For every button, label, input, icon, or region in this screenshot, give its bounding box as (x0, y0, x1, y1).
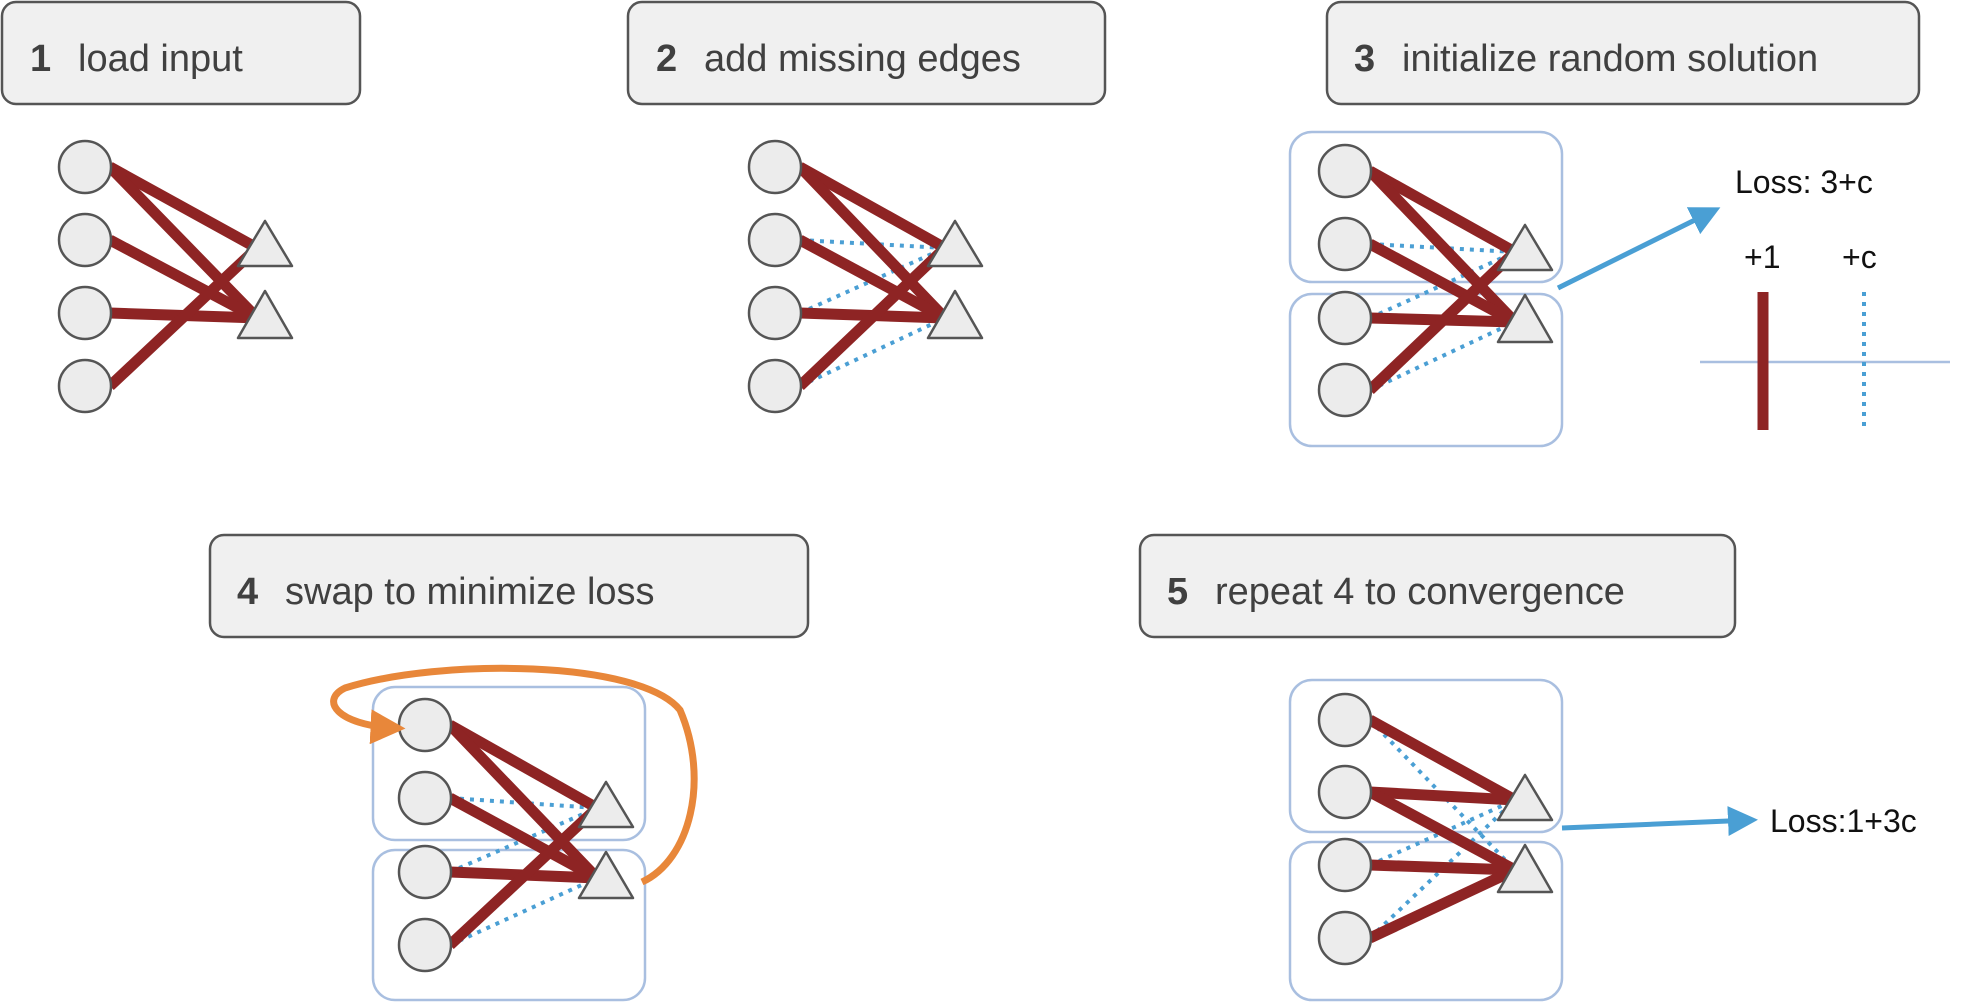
step-5: 5 repeat 4 to convergence (1138, 533, 1737, 639)
step-2: 2 add missing edges (626, 0, 1107, 106)
edge-dotted (1369, 798, 1516, 867)
step-5-box (1138, 533, 1737, 639)
target-node (236, 289, 294, 340)
group-box (371, 848, 647, 1002)
step-4-box (208, 533, 810, 639)
step-2-label: add missing edges (704, 38, 1021, 80)
edge-solid (1367, 715, 1518, 805)
edge-solid (1369, 786, 1516, 806)
group-box (371, 685, 647, 842)
step-2-number: 2 (656, 38, 677, 80)
legend-dotted-label: +c (1842, 239, 1877, 275)
edge-solid (446, 721, 601, 882)
source-node (397, 844, 453, 900)
edge-dotted (449, 876, 598, 947)
step-4-number: 4 (237, 571, 258, 613)
legend-solid-label: +1 (1744, 239, 1780, 275)
loss-arrow (1556, 207, 1721, 291)
step-4: 4 swap to minimize loss (208, 533, 810, 639)
source-node (57, 285, 113, 341)
edge-dotted (1368, 718, 1517, 872)
step-2-box (626, 0, 1107, 106)
step-1-label: load input (78, 38, 243, 80)
edge-solid (1367, 865, 1518, 943)
edge-dotted (1369, 320, 1516, 392)
source-node (1317, 837, 1373, 893)
source-node (397, 770, 453, 826)
source-node (1317, 692, 1373, 748)
source-node (1317, 910, 1373, 966)
legend: +1 +c (1700, 239, 1950, 430)
source-node (57, 212, 113, 268)
edge-solid (106, 163, 261, 322)
step-3-label: initialize random solution (1402, 38, 1818, 80)
edge-solid (107, 235, 260, 323)
group-box (1288, 678, 1564, 834)
step-3-number: 3 (1354, 38, 1375, 80)
swap-arrow (330, 664, 698, 886)
source-node (1317, 290, 1373, 346)
source-node (397, 917, 453, 973)
target-node (236, 219, 294, 268)
source-node (747, 139, 803, 195)
edge-solid (1366, 167, 1519, 326)
source-node (747, 285, 803, 341)
edge-solid (1367, 787, 1518, 875)
target-node (577, 780, 635, 829)
step-5-number: 5 (1167, 571, 1188, 613)
target-node (926, 289, 984, 340)
edge-solid (446, 803, 601, 950)
step-1: 1 load input (0, 0, 362, 106)
step-1-number: 1 (30, 38, 51, 80)
source-node (1317, 764, 1373, 820)
source-node (747, 212, 803, 268)
target-node (1496, 223, 1554, 272)
edge-solid (796, 244, 949, 390)
edge-dotted (1369, 250, 1516, 320)
source-node (57, 358, 113, 414)
step-4-label: swap to minimize loss (285, 571, 655, 613)
source-node (397, 697, 453, 753)
step-3-box (1325, 0, 1921, 106)
source-node (57, 139, 113, 195)
source-node (747, 358, 803, 414)
edge-dotted (799, 316, 946, 388)
step-1-box (0, 0, 362, 106)
source-node (1317, 362, 1373, 418)
source-node (1317, 143, 1373, 199)
edge-dotted (799, 246, 946, 315)
step-3: 3 initialize random solution (1325, 0, 1921, 106)
loss-arrow (1561, 806, 1758, 836)
step-2-graph (747, 139, 984, 414)
edge-solid (1366, 248, 1519, 394)
target-node (1496, 773, 1554, 822)
step-5-label: repeat 4 to convergence (1215, 571, 1625, 613)
edge-solid (797, 162, 948, 253)
edge-solid (1367, 166, 1518, 257)
target-node (926, 219, 984, 268)
step-3-graph: Loss: 3+c (1288, 130, 1873, 448)
step-1-graph (57, 139, 294, 414)
edge-solid (796, 163, 949, 322)
step-4-graph (330, 664, 698, 1002)
target-node (1496, 843, 1554, 894)
loss-label: Loss:1+3c (1770, 803, 1917, 839)
edge-solid (1367, 239, 1518, 327)
target-node (1496, 293, 1554, 344)
edge-solid (447, 793, 600, 883)
edge-solid (106, 243, 261, 391)
step-5-graph: Loss:1+3c (1288, 678, 1917, 1002)
edge-solid (107, 162, 260, 253)
edge-solid (797, 235, 948, 323)
source-node (1317, 216, 1373, 272)
target-node (577, 850, 635, 900)
edge-solid (1369, 859, 1516, 876)
group-box (1288, 130, 1564, 284)
loss-label: Loss: 3+c (1735, 164, 1873, 200)
edge-solid (447, 720, 600, 813)
